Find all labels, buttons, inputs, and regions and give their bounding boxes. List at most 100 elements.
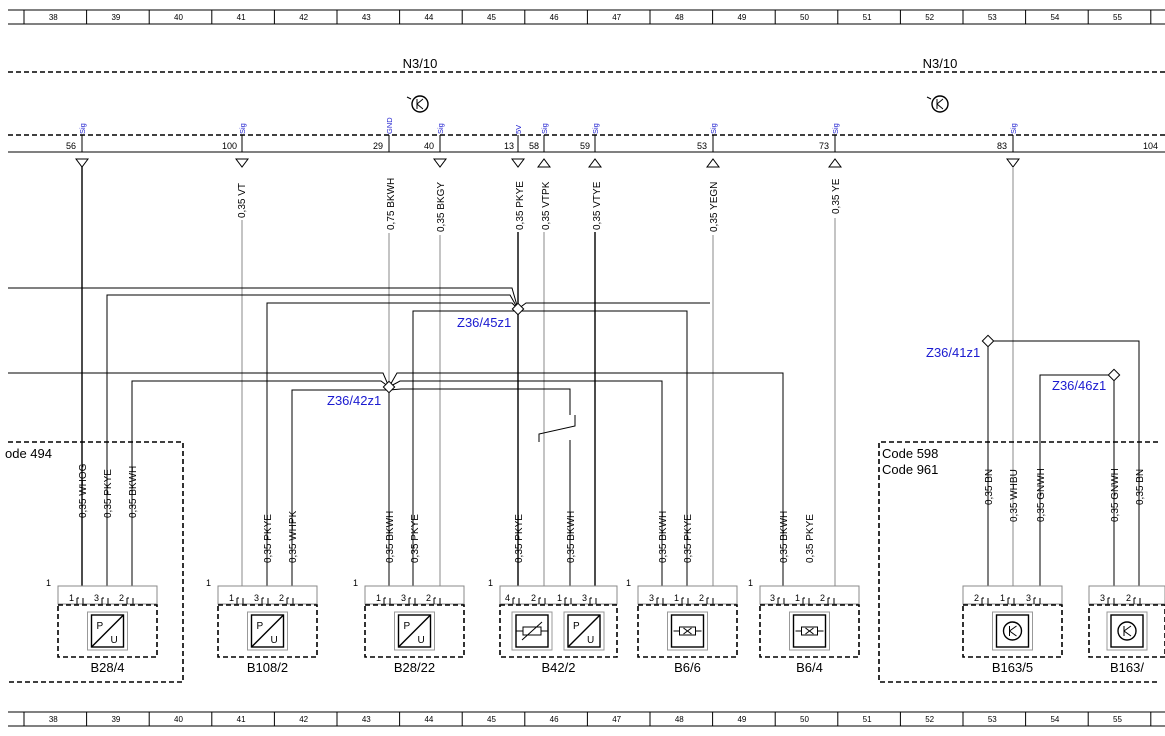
wire-label: 0,35 VTYE (592, 181, 603, 230)
pin-number: 56 (66, 141, 76, 151)
pin-53: Sig 53 0,35 YEGN (697, 123, 720, 232)
ruler-column-number: 49 (737, 715, 746, 724)
connector-pin-number: 3 (254, 593, 259, 603)
svg-text:U: U (111, 635, 118, 646)
connector-pin-number: 3 (1100, 593, 1105, 603)
splice-label: Z36/42z1 (327, 393, 381, 408)
ruler-column-number: 48 (675, 13, 684, 22)
connector-pin-number: 1 (674, 593, 679, 603)
ruler-column-number: 44 (424, 715, 433, 724)
connector-pin-number: 2 (531, 593, 536, 603)
connector-pin-number: 1 (376, 593, 381, 603)
pin-29: GND 29 0,75 BKWH (373, 117, 397, 230)
connector-pin-one: 1 (353, 578, 358, 588)
pin-signal-label: 5V (514, 125, 523, 134)
svg-text:0,35 PKYE: 0,35 PKYE (103, 469, 114, 518)
sensor-icon: PU (87, 611, 128, 651)
pin-signal-label: Sig (78, 123, 87, 134)
sensor-icon: PU (563, 611, 605, 651)
pin-83: Sig 83 (997, 123, 1020, 168)
wire-label: 0,35 YE (831, 178, 842, 214)
ruler-column-number: 54 (1050, 715, 1059, 724)
ruler-column-number: 51 (863, 715, 872, 724)
module-ground-icon (406, 95, 429, 113)
svg-text:U: U (587, 635, 594, 646)
pin-number: 83 (997, 141, 1007, 151)
pin-100: Sig 100 0,35 VT (222, 123, 249, 218)
ruler-column-number: 39 (111, 715, 120, 724)
connector-pin-number: 3 (649, 593, 654, 603)
connector-pin-number: 1 (795, 593, 800, 603)
pin-signal-label: Sig (238, 123, 247, 134)
ruler-column-number: 49 (737, 13, 746, 22)
splice-z36-45z1-wires (8, 287, 710, 598)
svg-text:0,35 PKYE: 0,35 PKYE (683, 514, 694, 563)
ruler-column-number: 51 (863, 13, 872, 22)
splice-label: Z36/46z1 (1052, 378, 1106, 393)
svg-text:0,35 BKWH: 0,35 BKWH (658, 511, 669, 563)
pin-59: Sig 59 0,35 VTYE (580, 123, 603, 230)
connector-pin-number: 2 (426, 593, 431, 603)
pin-number: 73 (819, 141, 829, 151)
module-label: N3/10 (403, 56, 438, 71)
code-label: Code 961 (882, 462, 938, 477)
svg-text:P: P (257, 621, 264, 632)
connector-pin-one: 1 (206, 578, 211, 588)
knock-icon (789, 611, 830, 651)
ruler-column-number: 40 (174, 715, 183, 724)
pin-number: 13 (504, 141, 514, 151)
splice-z36-42z1-wires (8, 372, 784, 598)
svg-text:0,35 BKWH: 0,35 BKWH (779, 511, 790, 563)
ruler-column-number: 45 (487, 715, 496, 724)
svg-text:0,35 WHPK: 0,35 WHPK (288, 510, 299, 563)
ruler-column-number: 38 (49, 13, 58, 22)
pin-signal-label: Sig (1009, 123, 1018, 134)
resistor-icon (511, 611, 553, 651)
pin-number: 58 (529, 141, 539, 151)
pin-number: 100 (222, 141, 237, 151)
ruler-column-number: 41 (237, 13, 246, 22)
wire-label: 0,35 BKGY (436, 182, 447, 232)
code-label: ode 494 (5, 446, 52, 461)
pin-58: Sig 58 0,35 VTPK (529, 123, 552, 230)
wire-label: 0,75 BKWH (386, 178, 397, 230)
splice-icon (511, 302, 525, 316)
pin-73: Sig 73 0,35 YE (819, 123, 842, 214)
connector-pin-number: 1 (557, 593, 562, 603)
pin-signal-label: Sig (591, 123, 600, 134)
connector-pin-number: 1 (1000, 593, 1005, 603)
ruler-column-number: 55 (1113, 13, 1122, 22)
svg-text:0,35 BKWH: 0,35 BKWH (385, 511, 396, 563)
component-label: B28/22 (394, 660, 435, 675)
component-label: B163/ (1110, 660, 1144, 675)
connector-pin-one: 1 (748, 578, 753, 588)
ruler-column-number: 47 (612, 715, 621, 724)
module-label: N3/10 (923, 56, 958, 71)
ruler-column-number: 42 (299, 13, 308, 22)
svg-text:P: P (404, 621, 411, 632)
ruler-column-number: 52 (925, 715, 934, 724)
ruler-column-number: 40 (174, 13, 183, 22)
knock-icon (667, 611, 708, 651)
svg-text:U: U (271, 635, 278, 646)
wire-label: 0,35 YEGN (709, 182, 720, 232)
splice-label: Z36/41z1 (926, 345, 980, 360)
ruler-column-number: 53 (988, 13, 997, 22)
component-label: B6/6 (674, 660, 701, 675)
svg-text:0,35 PKYE: 0,35 PKYE (410, 514, 421, 563)
svg-text:U: U (418, 635, 425, 646)
connector-pin-number: 2 (699, 593, 704, 603)
svg-text:0,35 GNWH: 0,35 GNWH (1110, 468, 1121, 522)
splice-icon (981, 334, 995, 348)
svg-text:0,35 PKYE: 0,35 PKYE (514, 514, 525, 563)
component-label: B163/5 (992, 660, 1033, 675)
